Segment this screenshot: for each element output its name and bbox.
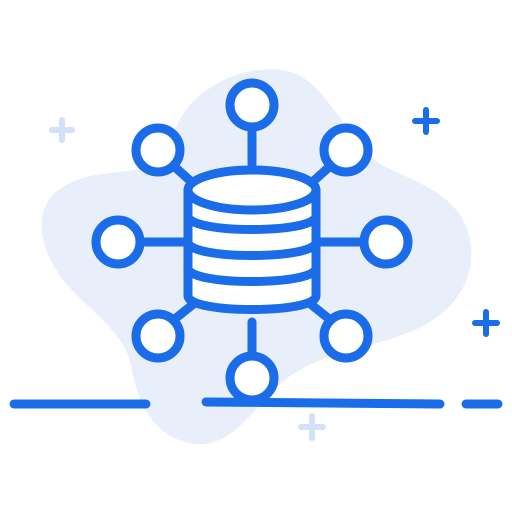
cylinder-band-3 [183,263,321,286]
sparkle-top-left [49,117,75,143]
cylinder-band-1 [183,211,321,234]
ground-line-middle [201,397,445,409]
connector-lines [135,123,369,361]
sparkle-bottom [298,413,326,441]
sparkles [49,107,500,441]
sparkle-right [472,309,500,337]
node-bottom-right [319,309,373,363]
ground-lines [9,397,503,409]
sparkle-top-right [412,107,440,135]
node-top-left [131,123,185,177]
cylinder-top [183,165,321,215]
node-bottom [225,351,279,405]
node-top [225,78,279,132]
database-cylinder [183,165,321,314]
node-bottom-left [131,309,185,363]
node-top-right [319,123,373,177]
node-left [91,215,145,269]
node-circles [91,78,413,405]
node-right [359,215,413,269]
cylinder-band-2 [183,237,321,260]
